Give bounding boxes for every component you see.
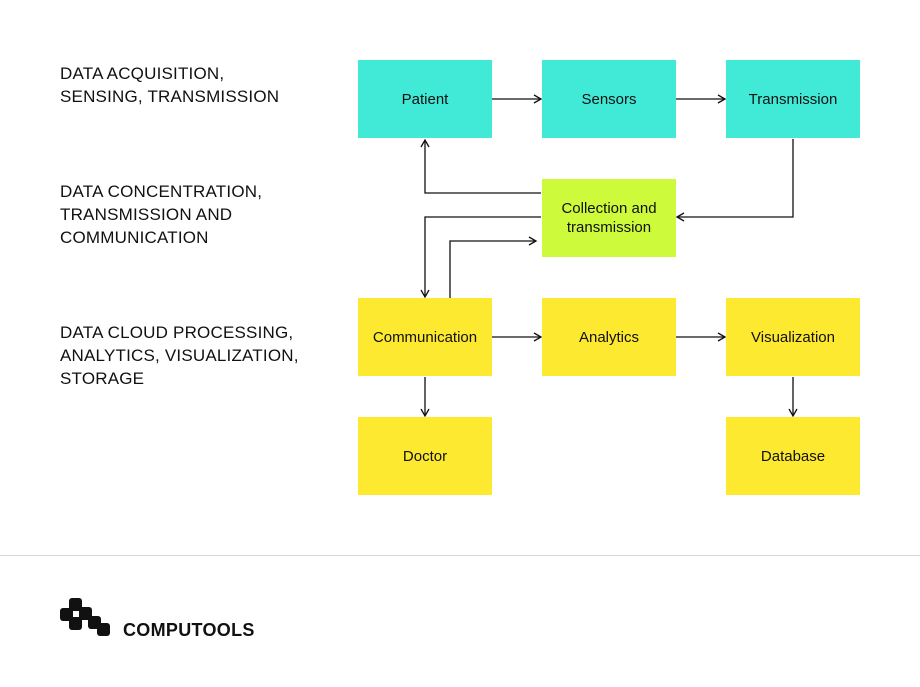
edge-communication-collection bbox=[449, 236, 538, 298]
footer-divider bbox=[0, 555, 920, 556]
node-transmission: Transmission bbox=[726, 60, 860, 138]
edge-transmission-collection bbox=[675, 139, 794, 222]
edge-collection-patient bbox=[420, 138, 541, 194]
brand-name: COMPUTOOLS bbox=[123, 620, 255, 640]
section-label-concentration: DATA CONCENTRATION, TRANSMISSION AND COM… bbox=[60, 182, 263, 247]
node-visualization: Visualization bbox=[726, 298, 860, 376]
computools-logo-icon bbox=[60, 598, 110, 636]
section-label-cloud: DATA CLOUD PROCESSING, ANALYTICS, VISUAL… bbox=[60, 323, 299, 388]
node-communication: Communication bbox=[358, 298, 492, 376]
section-label-acquisition: DATA ACQUISITION, SENSING, TRANSMISSION bbox=[60, 64, 280, 106]
node-sensors: Sensors bbox=[542, 60, 676, 138]
edge-collection-communication bbox=[420, 216, 541, 299]
node-collection-and-transmission: Collection and transmission bbox=[542, 179, 676, 257]
node-doctor: Doctor bbox=[358, 417, 492, 495]
node-analytics: Analytics bbox=[542, 298, 676, 376]
node-patient: Patient bbox=[358, 60, 492, 138]
node-database: Database bbox=[726, 417, 860, 495]
